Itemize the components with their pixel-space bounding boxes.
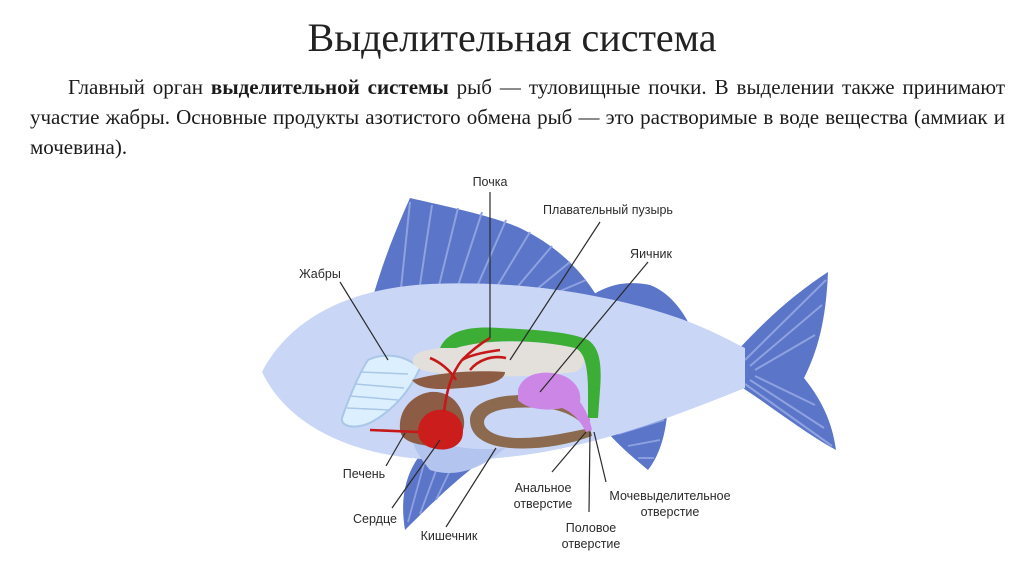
label-swim-bladder: Плавательный пузырь [543,203,673,217]
kidney [440,327,601,418]
label-genital-opening-line2: отверстие [562,537,621,551]
pelvic-fin [403,455,480,530]
label-ovary: Яичник [630,247,672,261]
intro-text-end: рыб — туловищные почки. В выделении такж… [30,75,1005,159]
tail-fin [738,272,836,450]
fish-excretory-diagram: Почка Плавательный пузырь Яичник Жабры П… [262,175,836,551]
slide-title: Выделительная система [307,15,717,60]
blood-vessels [369,336,507,434]
label-heart: Сердце [353,512,397,526]
heart [418,409,464,450]
intestine [470,395,592,449]
intro-text-bold: выделительной системы [210,75,449,99]
label-gills: Жабры [299,267,341,281]
label-anal-opening-line2: отверстие [514,497,573,511]
label-genital-opening-line1: Половое [566,521,616,535]
label-urinary-opening-line2: отверстие [641,505,700,519]
leader-lines [339,192,649,528]
gills [340,354,422,428]
label-liver: Печень [343,467,385,481]
intro-text-start: Главный орган [68,75,211,99]
label-kidney: Почка [473,175,508,189]
label-anal-opening-line1: Анальное [515,481,572,495]
label-intestine: Кишечник [421,529,478,543]
liver-upper [412,371,505,390]
label-urinary-opening-line1: Мочевыделительное [609,489,730,503]
intro-paragraph: Главный орган выделительной системы рыб … [30,72,1005,162]
ovary [518,372,592,432]
